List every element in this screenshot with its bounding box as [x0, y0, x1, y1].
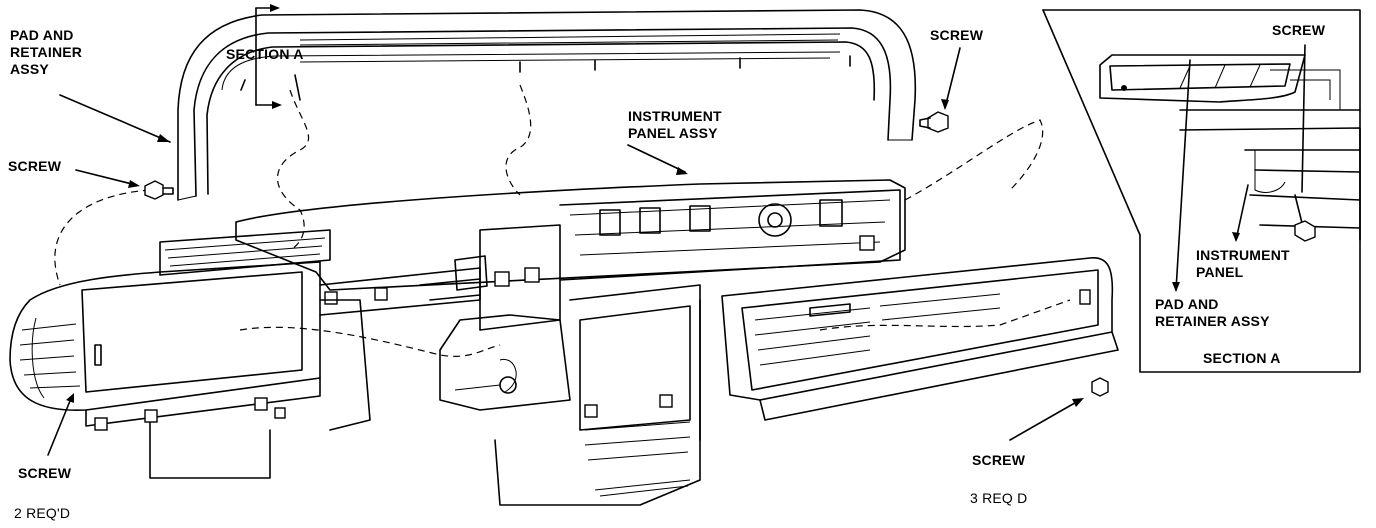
screw-part-bottom-right [1091, 377, 1109, 397]
left-lower-panel-drawing [9, 261, 371, 479]
instrument-panel-assy-drawing [159, 179, 906, 506]
label-inset-instrument-panel: INSTRUMENT PANEL [1196, 247, 1290, 280]
label-section-a-marker: SECTION A [226, 46, 304, 62]
label-inset-screw: SCREW [1272, 22, 1326, 38]
right-lower-panel-drawing [721, 257, 1119, 421]
label-pad-retainer-assy: PAD AND RETAINER ASSY [10, 27, 83, 77]
screw-part-top-right [919, 111, 949, 133]
label-screw-left: SCREW [8, 158, 62, 174]
label-inset-pad-retainer-assy: PAD AND RETAINER ASSY [1155, 296, 1270, 329]
label-req-left: 2 REQ'D [14, 505, 71, 521]
label-inset-section-title: SECTION A [1203, 350, 1281, 366]
section-a-cut-marker [255, 4, 282, 109]
label-screw-top-right: SCREW [930, 27, 984, 43]
label-screw-bottom-right: SCREW [972, 452, 1026, 468]
screw-part-left [144, 180, 174, 200]
section-a-inset [1042, 9, 1361, 373]
label-instrument-panel-assy: INSTRUMENT PANEL ASSY [628, 108, 722, 141]
label-screw-bottom-left: SCREW [18, 465, 72, 481]
label-req-right: 3 REQ D [970, 490, 1028, 506]
leader-arrows [47, 47, 1084, 456]
pad-retainer-assy-drawing [177, 9, 917, 201]
